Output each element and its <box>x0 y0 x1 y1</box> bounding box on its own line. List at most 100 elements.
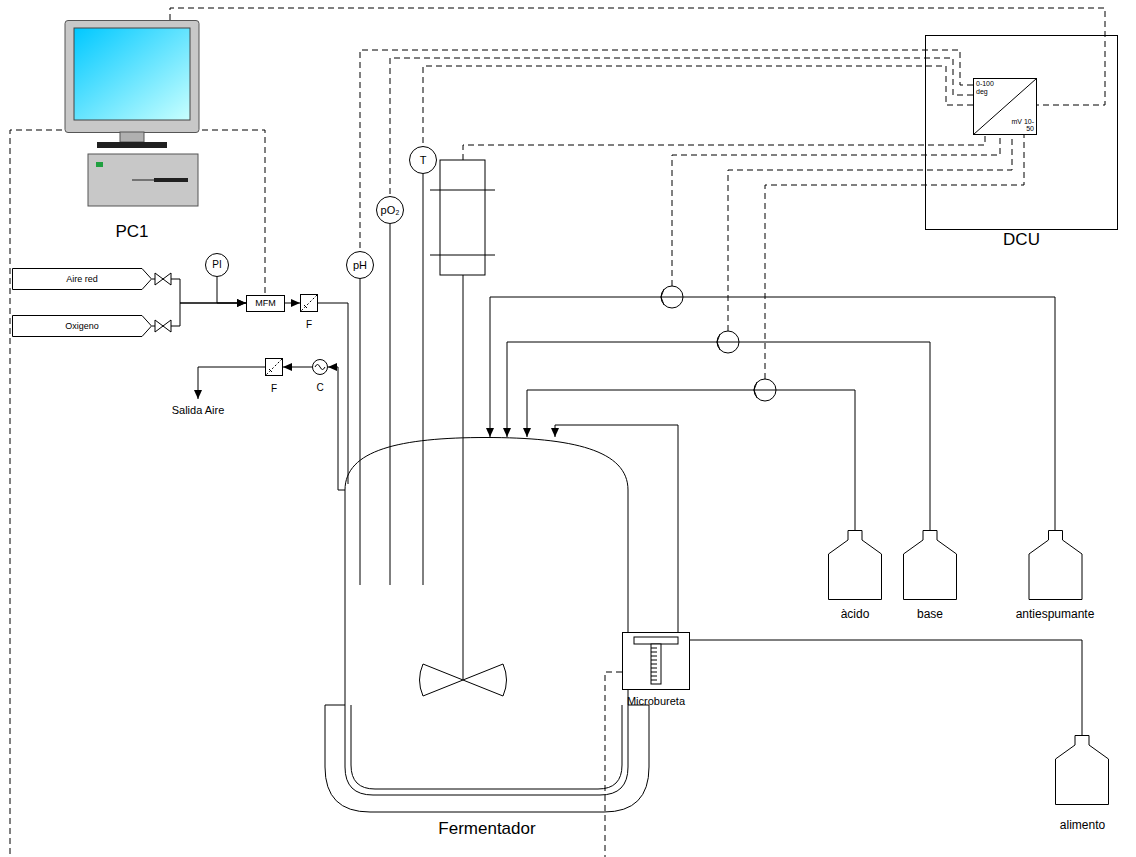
reagent-bottle-outline <box>904 531 957 600</box>
computer-outline <box>154 178 188 182</box>
ph-sensor-outline <box>347 252 374 279</box>
process-line <box>490 297 1055 530</box>
node-label: C <box>312 382 328 394</box>
mass-flow-meter: MFM <box>246 295 285 312</box>
node-label: Fermentador <box>322 819 652 839</box>
node-label: alimento <box>1055 819 1110 833</box>
condenser-outline <box>313 360 328 375</box>
valve-symbol <box>155 273 171 285</box>
signal-wires <box>463 135 985 160</box>
node-label: PI <box>212 259 221 271</box>
po2-sensor-outline <box>377 197 404 224</box>
probes-and-stirrer <box>420 664 464 696</box>
computer-outline <box>120 132 144 142</box>
air-filter-outline <box>301 295 318 312</box>
signal-line <box>202 130 265 295</box>
control-unit-outline <box>926 36 1118 230</box>
signal-converter-outline <box>974 79 1037 135</box>
microburette-outline <box>651 648 657 649</box>
node-label: DCU <box>925 230 1118 250</box>
process-line <box>555 425 678 632</box>
microburette: Microbureta <box>622 632 690 708</box>
reagent-bottle: base <box>903 530 957 622</box>
node-label: Oxigeno <box>65 321 99 331</box>
condenser-outline <box>315 365 325 370</box>
gas-supply: Aire red <box>12 268 152 290</box>
computer-outline <box>65 21 199 133</box>
signal-wires <box>728 135 1012 331</box>
computer: PC1 <box>62 20 202 242</box>
signal-wires <box>10 130 62 857</box>
probes-and-stirrer <box>463 664 507 696</box>
process-line <box>360 279 361 437</box>
node-label: T <box>420 154 427 167</box>
gas-supply-outline <box>13 269 152 290</box>
computer-outline <box>97 142 167 148</box>
fermenter-vessel: Fermentador <box>322 437 652 839</box>
reagent-bottle: àcido <box>828 530 882 622</box>
computer-outline <box>132 180 154 181</box>
pump-symbol <box>717 334 739 350</box>
probes-and-stirrer <box>360 437 361 585</box>
feed-bottle: alimento <box>1055 735 1110 833</box>
air-filter-outline <box>266 359 283 376</box>
signal-wires <box>672 135 1000 286</box>
signal-wires <box>10 130 1024 857</box>
computer-outline <box>62 20 202 242</box>
probes-and-stirrer <box>198 160 507 696</box>
node-label: MFM <box>255 298 276 308</box>
ph-sensor: pH <box>346 251 374 279</box>
reagent-bottle: antiespumante <box>1015 530 1096 622</box>
microburette-outline <box>651 644 661 684</box>
process-line <box>152 303 246 326</box>
node-label: PC1 <box>62 222 202 242</box>
pump-symbol <box>717 331 739 353</box>
process-line <box>283 367 312 368</box>
probes-and-stirrer <box>430 190 495 191</box>
process-line <box>285 303 300 304</box>
microburette-outline <box>651 676 657 677</box>
process-line <box>390 224 391 437</box>
microburette-outline <box>651 660 657 661</box>
microburette-outline <box>651 656 657 657</box>
signal-converter-outline <box>974 79 1037 135</box>
microburette-outline <box>634 637 678 644</box>
signal-wires <box>605 672 622 857</box>
air-filter: F <box>300 294 318 330</box>
pump-symbol <box>661 286 776 401</box>
node-label: pH <box>353 259 367 272</box>
gas-supply: Oxigeno <box>12 315 152 337</box>
valve-symbol <box>155 320 171 332</box>
pump-symbol <box>661 289 683 305</box>
node-label: base <box>903 608 957 622</box>
pump-symbol <box>754 379 776 401</box>
fermenter-vessel-outline <box>351 705 622 789</box>
microburette-outline <box>651 680 657 681</box>
node-label: F <box>265 383 283 395</box>
feed-bottle-outline <box>1056 736 1109 805</box>
reagent-bottle-outline <box>1029 531 1082 600</box>
process-line <box>423 174 424 437</box>
node-label: pO₂ <box>381 204 400 217</box>
pressure-indicator: PI <box>205 253 229 277</box>
microburette-outline <box>623 633 690 690</box>
process-line <box>152 279 246 303</box>
node-label: àcido <box>828 608 882 622</box>
control-unit-outline <box>925 35 1118 250</box>
computer-outline <box>96 162 103 167</box>
signal-line <box>360 50 973 251</box>
fermenter-vessel-outline <box>322 437 652 839</box>
pressure-indicator-outline <box>206 254 229 277</box>
microburette-outline <box>651 668 657 669</box>
condenser: C <box>312 359 328 393</box>
valve-symbol <box>155 273 171 332</box>
computer-outline <box>88 154 198 206</box>
temperature-sensor-outline <box>410 147 437 174</box>
microburette-outline <box>651 664 657 665</box>
probes-and-stirrer <box>338 437 345 490</box>
node-label: antiespumante <box>1015 608 1096 622</box>
air-filter-outline <box>269 369 272 372</box>
air-filter-outline <box>266 359 282 375</box>
control-unit: DCU0-100 degmV 10-50 <box>925 35 1118 250</box>
